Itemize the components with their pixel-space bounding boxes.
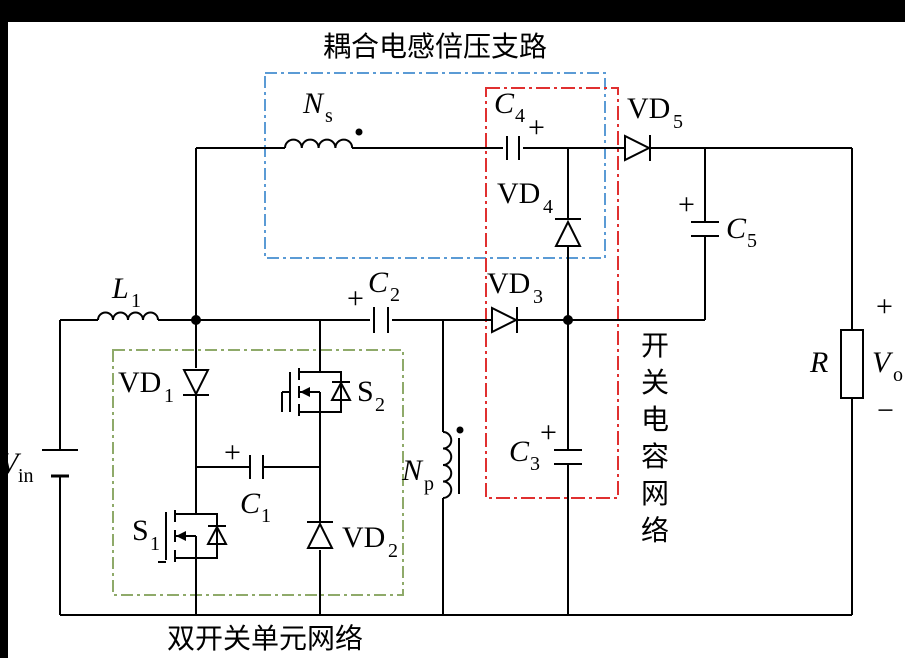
vd5-diode <box>624 134 652 162</box>
s2-label: S 2 <box>357 375 385 416</box>
ns-coil <box>284 138 354 149</box>
ns-dot-marker <box>355 128 363 136</box>
vd2-diode <box>306 521 334 549</box>
c4-label: C 4 + <box>494 87 545 144</box>
vd5-label: VD 5 <box>627 92 683 133</box>
junction-dot <box>563 315 573 325</box>
svg-text:3: 3 <box>533 286 543 308</box>
svg-text:+: + <box>347 282 364 315</box>
r-label: R <box>809 346 828 379</box>
c3-label: + C 3 <box>509 416 557 475</box>
wires <box>59 147 853 616</box>
dual-switch-box <box>112 349 404 596</box>
svg-text:网: 网 <box>641 477 669 510</box>
c1-label: + C 1 <box>224 436 271 527</box>
svg-text:+: + <box>528 111 545 144</box>
svg-text:+: + <box>224 436 241 469</box>
np-dot-marker <box>456 426 464 434</box>
vd1-diode <box>182 369 210 397</box>
svg-text:1: 1 <box>164 385 174 407</box>
svg-text:1: 1 <box>150 533 160 555</box>
c2-label: + C 2 <box>347 266 400 315</box>
c4-capacitor <box>506 136 520 160</box>
svg-text:S: S <box>357 375 374 408</box>
svg-text:关: 关 <box>641 366 669 399</box>
np-coil <box>442 431 453 499</box>
svg-text:VD: VD <box>497 177 540 210</box>
vd4-label: VD 4 <box>497 177 553 218</box>
svg-text:s: s <box>325 105 333 127</box>
svg-text:o: o <box>893 364 903 386</box>
svg-text:开: 开 <box>641 329 669 362</box>
svg-text:−: − <box>877 394 894 427</box>
svg-text:S: S <box>132 514 149 547</box>
svg-text:容: 容 <box>641 440 669 473</box>
s1-arrow <box>176 531 186 541</box>
np-label: N p <box>401 454 434 495</box>
vd2-label: VD 2 <box>342 521 398 562</box>
vin-label: V in <box>0 447 34 487</box>
junction-dot <box>191 315 201 325</box>
svg-text:4: 4 <box>515 105 525 127</box>
s1-label: S 1 <box>132 514 160 555</box>
s2-arrow <box>300 387 310 397</box>
dual-switch-title: 双开关单元网络 <box>167 622 363 655</box>
ns-label: N s <box>302 87 333 127</box>
svg-text:4: 4 <box>543 196 553 218</box>
svg-text:络: 络 <box>641 514 669 547</box>
svg-text:V: V <box>872 346 894 379</box>
svg-text:VD: VD <box>627 92 670 125</box>
canvas-background <box>8 22 905 658</box>
svg-text:电: 电 <box>641 403 669 436</box>
svg-text:N: N <box>302 87 325 120</box>
r-resistor <box>840 329 864 399</box>
svg-text:in: in <box>18 465 34 487</box>
l1-label: L 1 <box>111 272 141 312</box>
svg-text:1: 1 <box>261 505 271 527</box>
svg-text:L: L <box>111 272 129 305</box>
svg-text:N: N <box>401 454 424 487</box>
svg-text:2: 2 <box>375 394 385 416</box>
c5-capacitor <box>691 221 719 237</box>
s2-mosfet <box>281 365 352 420</box>
s1-mosfet <box>158 510 228 563</box>
switched-cap-box <box>485 87 619 499</box>
svg-text:p: p <box>424 473 434 495</box>
vd4-diode <box>554 218 582 247</box>
svg-text:V: V <box>0 447 22 480</box>
l1-coil <box>97 311 159 321</box>
svg-text:C: C <box>726 212 747 245</box>
svg-text:+: + <box>678 188 695 221</box>
svg-text:5: 5 <box>747 230 757 252</box>
c2-capacitor <box>373 307 389 333</box>
svg-text:3: 3 <box>530 453 540 475</box>
c5-label: + C 5 <box>678 188 757 252</box>
svg-text:1: 1 <box>131 290 141 312</box>
svg-text:VD: VD <box>118 366 161 399</box>
c3-capacitor <box>554 449 582 465</box>
svg-text:C: C <box>494 87 515 120</box>
vo-label: + V o − <box>872 290 903 427</box>
svg-text:C: C <box>240 487 261 520</box>
svg-text:2: 2 <box>388 540 398 562</box>
svg-text:VD: VD <box>342 521 385 554</box>
c1-capacitor <box>249 455 264 479</box>
vd3-label: VD 3 <box>487 267 543 308</box>
svg-text:C: C <box>509 435 530 468</box>
svg-text:VD: VD <box>487 267 530 300</box>
vd3-diode <box>491 306 519 334</box>
svg-text:2: 2 <box>390 284 400 306</box>
coupled-branch-box <box>264 72 606 259</box>
svg-text:C: C <box>368 266 389 299</box>
coupled-branch-title: 耦合电感倍压支路 <box>323 30 547 63</box>
vin-battery <box>42 449 78 478</box>
svg-text:5: 5 <box>673 111 683 133</box>
switched-cap-title: 开 关 电 容 网 络 <box>641 329 669 547</box>
vd1-label: VD 1 <box>118 366 174 407</box>
svg-text:+: + <box>540 416 557 449</box>
svg-text:+: + <box>876 290 893 323</box>
